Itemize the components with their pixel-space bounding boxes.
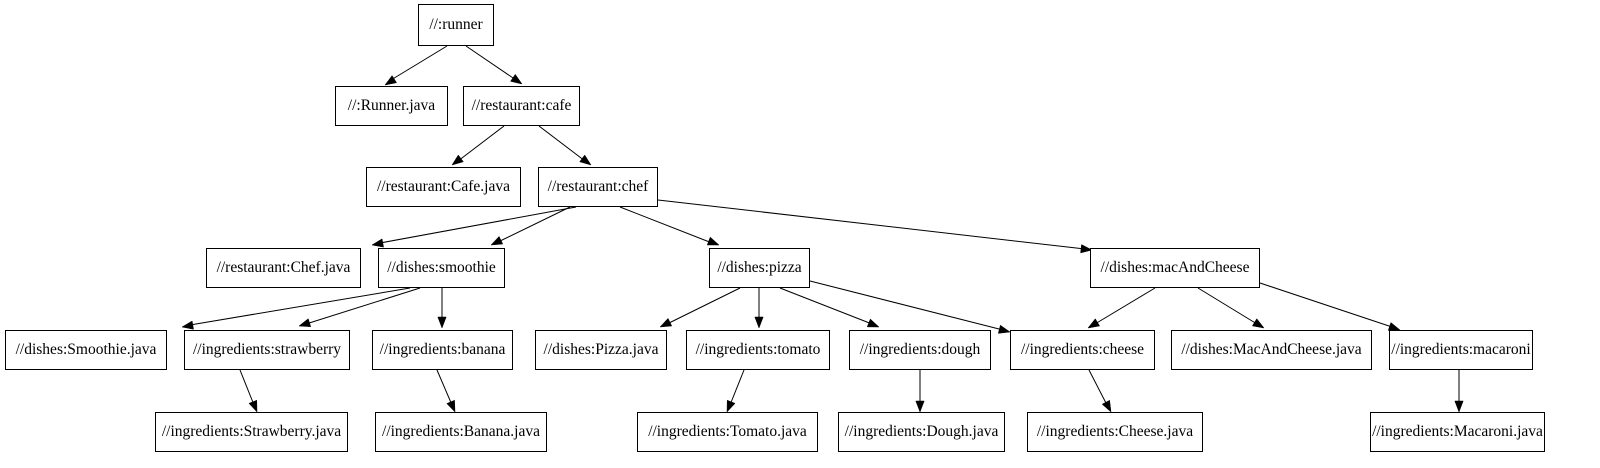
node-label: //dishes:Smoothie.java <box>15 341 157 359</box>
node-label: //ingredients:Tomato.java <box>648 423 807 441</box>
graph-node-dishes-MacAndCheese-java[interactable]: //dishes:MacAndCheese.java <box>1171 330 1372 370</box>
node-label: //dishes:Pizza.java <box>543 341 659 359</box>
graph-node-restaurant-Cafe-java[interactable]: //restaurant:Cafe.java <box>366 167 521 207</box>
graph-node-ingredients-Strawberry-java[interactable]: //ingredients:Strawberry.java <box>155 412 348 452</box>
graph-node-dishes-macAndCheese[interactable]: //dishes:macAndCheese <box>1090 248 1260 288</box>
node-label: //dishes:pizza <box>717 259 802 277</box>
graph-node-ingredients-Tomato-java[interactable]: //ingredients:Tomato.java <box>637 412 818 452</box>
node-label: //ingredients:tomato <box>695 341 821 359</box>
graph-node-Runner-java[interactable]: //:Runner.java <box>335 86 448 126</box>
node-label: //:runner <box>429 16 483 34</box>
node-label: //restaurant:chef <box>547 178 649 196</box>
graph-node-restaurant-cafe[interactable]: //restaurant:cafe <box>463 86 580 126</box>
graph-node-ingredients-Banana-java[interactable]: //ingredients:Banana.java <box>375 412 547 452</box>
graph-node-dishes-Smoothie-java[interactable]: //dishes:Smoothie.java <box>5 330 167 370</box>
graph-node-dishes-pizza[interactable]: //dishes:pizza <box>709 248 810 288</box>
graph-node-ingredients-Cheese-java[interactable]: //ingredients:Cheese.java <box>1027 412 1203 452</box>
node-label: //restaurant:Cafe.java <box>377 178 510 196</box>
graph-node-ingredients-strawberry[interactable]: //ingredients:strawberry <box>184 330 350 370</box>
graph-node-dishes-smoothie[interactable]: //dishes:smoothie <box>378 248 505 288</box>
graph-node-ingredients-Dough-java[interactable]: //ingredients:Dough.java <box>838 412 1005 452</box>
graph-node-ingredients-macaroni[interactable]: //ingredients:macaroni <box>1389 330 1533 370</box>
graph-node-ingredients-cheese[interactable]: //ingredients:cheese <box>1010 330 1155 370</box>
node-label: //ingredients:Dough.java <box>844 423 999 441</box>
graph-node-restaurant-chef[interactable]: //restaurant:chef <box>538 167 658 207</box>
node-label: //ingredients:dough <box>859 341 981 359</box>
node-label: //ingredients:Banana.java <box>382 423 540 441</box>
graph-node-ingredients-banana[interactable]: //ingredients:banana <box>372 330 513 370</box>
node-label: //restaurant:Chef.java <box>216 259 351 277</box>
graph-node-ingredients-tomato[interactable]: //ingredients:tomato <box>686 330 830 370</box>
node-label: //restaurant:cafe <box>471 97 572 115</box>
node-label: //ingredients:Macaroni.java <box>1372 423 1543 441</box>
node-label: //dishes:MacAndCheese.java <box>1181 341 1362 359</box>
node-label: //ingredients:Strawberry.java <box>161 423 342 441</box>
node-label: //:Runner.java <box>347 97 436 115</box>
graph-node-dishes-Pizza-java[interactable]: //dishes:Pizza.java <box>535 330 667 370</box>
node-label: //ingredients:banana <box>379 341 506 359</box>
node-label: //dishes:smoothie <box>387 259 496 277</box>
graph-node-restaurant-Chef-java[interactable]: //restaurant:Chef.java <box>206 248 361 288</box>
node-label: //ingredients:cheese <box>1020 341 1145 359</box>
node-label: //ingredients:macaroni <box>1391 341 1531 359</box>
graph-node-ingredients-dough[interactable]: //ingredients:dough <box>849 330 991 370</box>
node-label: //ingredients:Cheese.java <box>1036 423 1194 441</box>
node-label: //dishes:macAndCheese <box>1100 259 1250 277</box>
node-label: //ingredients:strawberry <box>192 341 342 359</box>
graph-node-runner[interactable]: //:runner <box>418 4 494 46</box>
graph-node-ingredients-Macaroni-java[interactable]: //ingredients:Macaroni.java <box>1370 412 1545 452</box>
